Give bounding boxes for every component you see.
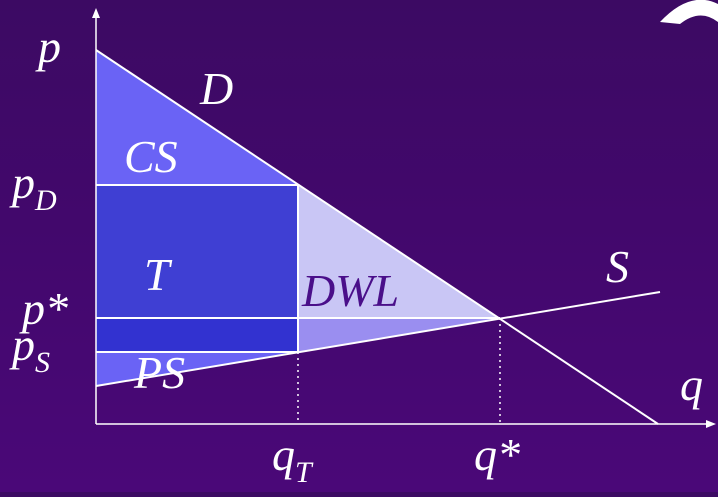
demand-label: D (199, 63, 233, 114)
y-axis-arrowhead (92, 8, 100, 18)
tax-revenue-region (96, 185, 298, 318)
corner-glyph-fragment (660, 0, 718, 24)
supply-curve (95, 291, 661, 387)
price-label-pstar: p* (19, 283, 68, 334)
consumer-surplus-label: CS (124, 131, 178, 182)
quantity-label-qstar: q* (474, 429, 520, 480)
quantity-label-qt: qT (272, 429, 314, 489)
x-axis-label: q (680, 359, 703, 410)
price-label-ps: pS (9, 319, 50, 379)
supply-label: S (606, 241, 629, 292)
x-axis-arrowhead (706, 420, 716, 428)
demand-curve (95, 49, 659, 425)
tax-revenue-label: T (144, 249, 173, 300)
y-axis-label: p (35, 21, 61, 72)
producer-surplus-label: PS (133, 347, 185, 398)
deadweight-loss-label: DWL (301, 265, 399, 316)
tax-revenue-lower-band (96, 318, 298, 352)
price-label-pd: pD (9, 157, 57, 217)
